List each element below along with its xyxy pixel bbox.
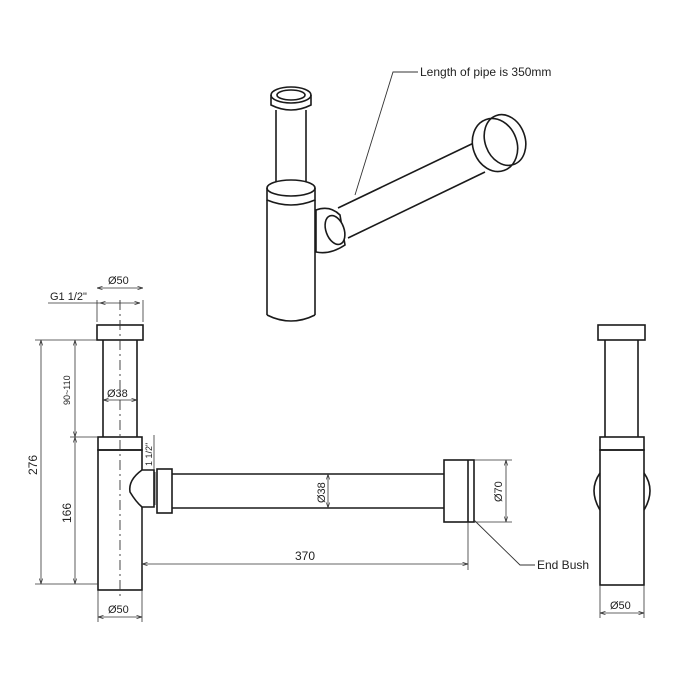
front-view: Ø50 G1 1/2" 276 90~110 166 Ø38 1 1/2" Ø3…: [26, 275, 589, 622]
total-height-label: 276: [26, 455, 40, 475]
thread-label: G1 1/2": [50, 291, 87, 303]
bottom-diameter-label: Ø50: [108, 604, 129, 616]
horizontal-pipe-diameter-label: Ø38: [316, 482, 328, 503]
end-bush-diameter-label: Ø70: [493, 481, 505, 502]
end-bush-label: End Bush: [537, 558, 589, 572]
pipe-length-callout: Length of pipe is 350mm: [420, 65, 551, 79]
horizontal-length-label: 370: [295, 549, 315, 563]
upper-pipe-diameter-label: Ø38: [107, 388, 128, 400]
isometric-view: Length of pipe is 350mm: [266, 65, 551, 322]
body-height-label: 166: [60, 503, 74, 523]
outlet-thread-label: 1 1/2": [144, 443, 154, 466]
side-bottom-diameter-label: Ø50: [610, 600, 631, 612]
top-diameter-label: Ø50: [108, 275, 129, 287]
side-view: Ø50: [593, 324, 651, 618]
adjustable-height-label: 90~110: [62, 375, 72, 405]
